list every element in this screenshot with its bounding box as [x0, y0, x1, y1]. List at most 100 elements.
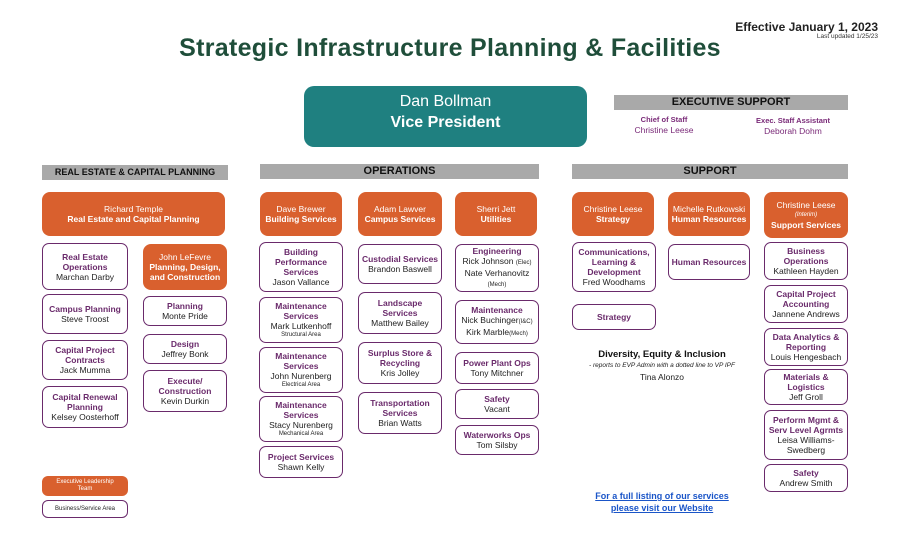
unit-person: Vacant [484, 404, 510, 414]
leader-name: Richard Temple [104, 204, 163, 214]
leader-dave-brewer: Dave Brewer Building Services [260, 192, 342, 236]
leader-title: Building Services [265, 214, 337, 224]
unit-heading: Communications, Learning & Development [578, 247, 650, 277]
unit-engineering: Engineering Rick Johnson (Elec) Nate Ver… [455, 244, 539, 292]
unit-person: Steve Troost [61, 314, 109, 324]
leader-name: Christine Leese [583, 204, 643, 214]
unit-heading: Data Analytics & Reporting [772, 332, 840, 352]
unit-heading: Custodial Services [361, 254, 439, 264]
exec-assistant-role: Exec. Staff Assistant [756, 116, 830, 125]
unit-maintenance-mechanical: Maintenance Services Stacy Nurenberg Mec… [259, 396, 343, 442]
unit-heading: Design [170, 339, 200, 349]
legend-executive-leadership: Executive Leadership Team [42, 476, 128, 496]
services-link-line-2[interactable]: please visit our Website [610, 503, 714, 513]
unit-person-note: (Mech) [509, 331, 528, 337]
unit-person: Jannene Andrews [772, 309, 840, 319]
unit-person: Kelsey Oosterhoff [51, 412, 119, 422]
unit-performance-management-slas: Perform Mgmt & Serv Level Agrmts Leisa W… [764, 410, 848, 460]
leader-name: Sherri Jett [476, 204, 516, 214]
unit-person: Jason Vallance [272, 277, 330, 287]
unit-power-plant-ops: Power Plant Ops Tony Mitchner [455, 352, 539, 384]
unit-heading: Capital Project Contracts [55, 345, 115, 365]
unit-custodial-services: Custodial Services Brandon Baswell [358, 244, 442, 284]
unit-person: Nate Verhanovitz [464, 268, 530, 278]
page-title: Strategic Infrastructure Planning & Faci… [179, 34, 721, 62]
unit-capital-project-contracts: Capital Project Contracts Jack Mumma [42, 340, 128, 380]
chief-of-staff-name: Christine Leese [634, 125, 694, 135]
dei-name: Tina Alonzo [639, 372, 685, 382]
unit-capital-project-accounting: Capital Project Accounting Jannene Andre… [764, 285, 848, 323]
unit-area: Structural Area [281, 332, 321, 338]
unit-person: Nick Buchinger [461, 315, 519, 325]
unit-heading: Maintenance Services [275, 351, 327, 371]
unit-heading: Capital Project Accounting [776, 289, 836, 309]
unit-heading: Landscape Services [377, 298, 423, 318]
unit-person: Andrew Smith [779, 478, 833, 488]
unit-person: Jeffrey Bonk [161, 349, 209, 359]
unit-heading: Materials & Logistics [783, 372, 829, 392]
services-link-line-1[interactable]: For a full listing of our services [595, 491, 729, 501]
unit-person: Mark Lutkenhoff [270, 321, 332, 331]
unit-heading: Perform Mgmt & Serv Level Agrmts [768, 415, 844, 435]
unit-heading: Execute/ Construction [158, 376, 212, 396]
unit-maintenance-utilities: Maintenance Nick Buchinger(I&C) Kirk Mar… [455, 300, 539, 344]
last-updated: Last updated 1/25/23 [816, 33, 878, 40]
leader-richard-temple: Richard Temple Real Estate and Capital P… [42, 192, 225, 236]
effective-date: Effective January 1, 2023 [735, 20, 878, 34]
unit-capital-renewal-planning: Capital Renewal Planning Kelsey Oosterho… [42, 386, 128, 428]
unit-planning: Planning Monte Pride [143, 296, 227, 326]
unit-heading: Planning [167, 301, 203, 311]
dei-note: - reports to EVP Admin with a dotted lin… [589, 362, 735, 369]
unit-materials-logistics: Materials & Logistics Jeff Groll [764, 369, 848, 405]
unit-heading: Campus Planning [49, 304, 121, 314]
leader-name: Dave Brewer [276, 204, 326, 214]
chief-of-staff-role: Chief of Staff [640, 115, 688, 124]
unit-person: Matthew Bailey [371, 318, 429, 328]
vp-title: Vice President [390, 114, 501, 131]
operations-section-header: OPERATIONS [260, 164, 539, 179]
unit-strategy: Strategy [572, 304, 656, 330]
unit-landscape-services: Landscape Services Matthew Bailey [358, 292, 442, 334]
unit-heading: Real Estate Operations [62, 251, 108, 272]
unit-maintenance-electrical: Maintenance Services John Nurenberg Elec… [259, 347, 343, 393]
legend-label: Executive Leadership Team [56, 479, 114, 492]
unit-design: Design Jeffrey Bonk [143, 334, 227, 364]
leader-title: Real Estate and Capital Planning [67, 214, 200, 224]
leader-note: (Interim) [794, 212, 818, 218]
unit-safety-support: Safety Andrew Smith [764, 464, 848, 492]
unit-area: Electrical Area [281, 382, 321, 388]
exec-assistant-name: Deborah Dohm [764, 126, 822, 136]
unit-person: Stacy Nurenberg [269, 420, 333, 430]
legend-label: Business/Service Area [54, 506, 116, 512]
unit-safety-utilities: Safety Vacant [455, 389, 539, 419]
unit-person: Kris Jolley [380, 368, 420, 378]
leader-name: Michelle Rutkowski [672, 204, 746, 214]
leader-christine-leese-support: Christine Leese (Interim) Support Servic… [764, 192, 848, 238]
unit-person: John Nurenberg [270, 371, 332, 381]
unit-maintenance-structural: Maintenance Services Mark Lutkenhoff Str… [259, 297, 343, 343]
unit-person: Fred Woodhams [582, 277, 646, 287]
unit-person: Monte Pride [162, 311, 208, 321]
leader-sherri-jett: Sherri Jett Utilities [455, 192, 537, 236]
vice-president-box: Dan Bollman Vice President [304, 86, 587, 147]
unit-heading: Transportation Services [370, 398, 430, 418]
unit-real-estate-operations: Real Estate Operations Marchan Darby [42, 243, 128, 290]
vp-name: Dan Bollman [399, 93, 492, 110]
unit-person: Kirk Marble [466, 327, 510, 337]
leader-christine-leese-strategy: Christine Leese Strategy [572, 192, 654, 236]
executive-support-header: EXECUTIVE SUPPORT [614, 95, 848, 110]
unit-heading: Engineering [472, 246, 522, 256]
unit-execute-construction: Execute/ Construction Kevin Durkin [143, 370, 227, 412]
unit-heading: Capital Renewal Planning [52, 392, 118, 412]
leader-michelle-rutkowski: Michelle Rutkowski Human Resources [668, 192, 750, 236]
unit-surplus-store-recycling: Surplus Store & Recycling Kris Jolley [358, 342, 442, 384]
support-section-header: SUPPORT [572, 164, 848, 179]
unit-heading: Waterworks Ops [463, 430, 531, 440]
unit-person: Tony Mitchner [470, 368, 524, 378]
unit-person: Jack Mumma [59, 365, 111, 375]
unit-heading: Building Performance Services [275, 247, 327, 277]
unit-person: Brian Watts [378, 418, 422, 428]
unit-heading: Project Services [267, 452, 335, 462]
leader-title: Human Resources [671, 214, 747, 224]
leader-title: Planning, Design, and Construction [149, 262, 221, 282]
